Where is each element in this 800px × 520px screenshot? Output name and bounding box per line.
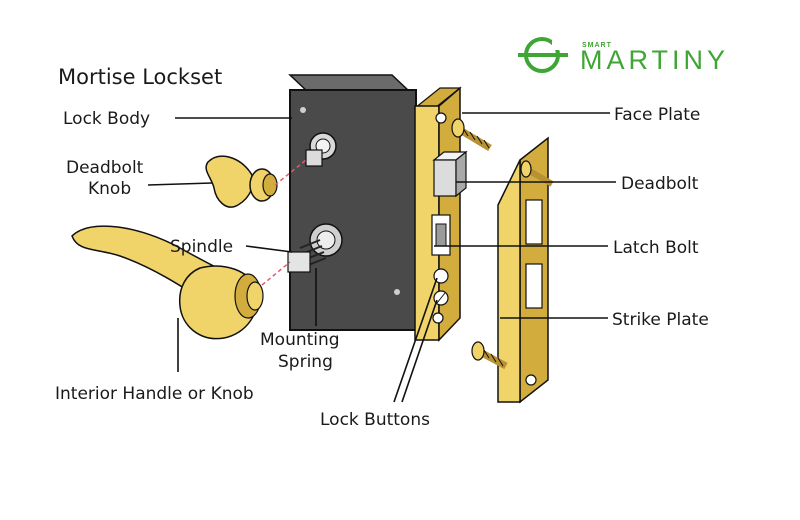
label-latch-bolt: Latch Bolt — [613, 238, 699, 258]
leader-lines — [147, 112, 616, 403]
label-deadbolt: Deadbolt — [621, 174, 699, 194]
label-mounting-spring-line1: Mounting — [260, 330, 340, 350]
strike-plate-part — [497, 136, 549, 404]
label-lock-buttons: Lock Buttons — [320, 410, 430, 430]
label-face-plate: Face Plate — [614, 105, 700, 125]
latch-bolt-part — [431, 214, 451, 256]
interior-handle-part — [71, 225, 264, 340]
lock-body-part — [288, 74, 417, 331]
strike-plate-screw-bottom — [471, 341, 508, 370]
deadbolt-knob-part — [205, 155, 278, 208]
brand-name: MARTINY — [580, 45, 729, 75]
spindle-alignment-line — [261, 261, 291, 286]
label-lock-body: Lock Body — [63, 109, 150, 129]
label-deadbolt-knob-line1: Deadbolt — [66, 158, 144, 178]
label-mounting-spring-line2: Spring — [278, 352, 333, 372]
brand-small-text: SMART — [582, 42, 612, 49]
leader-deadbolt-knob — [147, 182, 213, 186]
diagram-title: Mortise Lockset — [58, 65, 222, 89]
label-strike-plate: Strike Plate — [612, 310, 709, 330]
face-plate-screw — [451, 118, 492, 152]
label-interior-handle: Interior Handle or Knob — [55, 384, 254, 404]
leader-spindle — [245, 245, 293, 253]
brand-logo: SMART MARTINY — [518, 37, 729, 75]
deadbolt-spindle-part — [305, 132, 337, 167]
leader-lock-button-1 — [393, 277, 438, 403]
leader-lock-button-2 — [401, 299, 438, 403]
label-deadbolt-knob-line2: Knob — [88, 179, 131, 199]
spindle-part — [287, 223, 343, 273]
label-spindle: Spindle — [170, 237, 233, 257]
deadbolt-part — [432, 150, 468, 198]
